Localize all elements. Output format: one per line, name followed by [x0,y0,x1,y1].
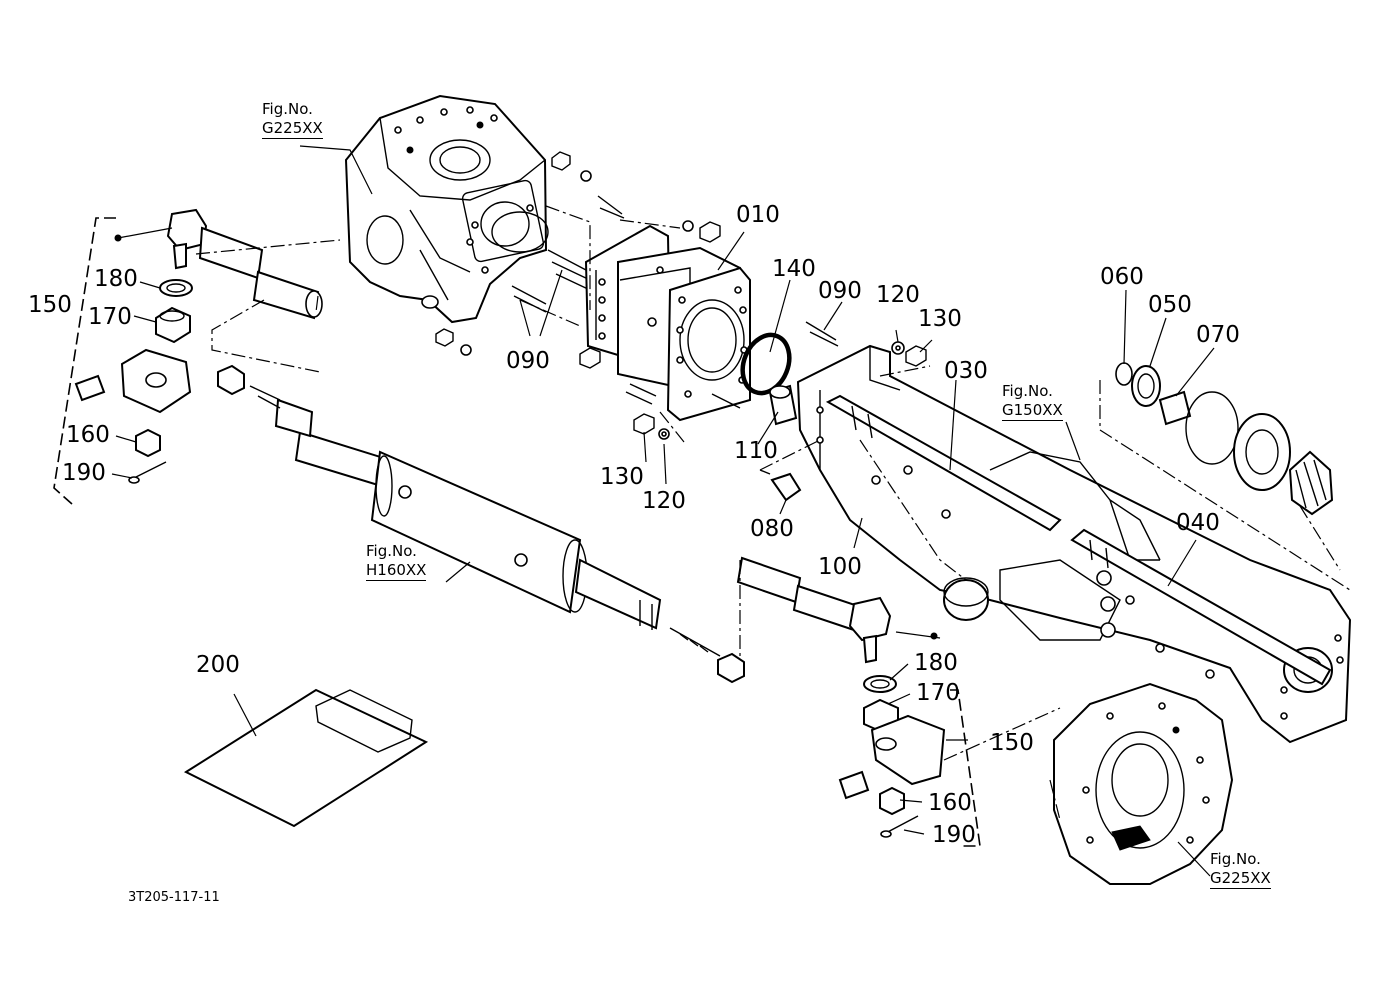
fig-ref-number: H160XX [366,561,427,581]
fig-ref-g225xx-top[interactable]: Fig.No. G225XX [262,100,323,139]
part-label-060[interactable]: 060 [1100,264,1144,290]
left-case-fasteners [435,151,625,356]
part-label-190-left[interactable]: 190 [62,460,106,486]
part-label-150-left[interactable]: 150 [28,292,72,318]
part-label-150-right[interactable]: 150 [990,730,1034,756]
part-label-050[interactable]: 050 [1148,292,1192,318]
part-label-130-bottom[interactable]: 130 [600,464,644,490]
part-label-070[interactable]: 070 [1196,322,1240,348]
shaft-040 [1070,528,1332,686]
part-label-130-top[interactable]: 130 [918,306,962,332]
part-label-160-right[interactable]: 160 [928,790,972,816]
fig-ref-g225xx-bottom[interactable]: Fig.No. G225XX [1210,850,1271,889]
fig-ref-caption: Fig.No. [262,100,313,118]
nuts-washers [633,220,927,440]
bushing-110 [768,384,798,426]
shaft-030 [825,394,1062,532]
part-label-200[interactable]: 200 [196,652,240,678]
part-label-190-right[interactable]: 190 [932,822,976,848]
right-tie-rod-end [736,556,946,838]
left-group-dot [114,234,122,242]
bolt-080 [759,469,802,502]
drawing-code: 3T205-117-11 [128,890,220,905]
part-label-160-left[interactable]: 160 [66,422,110,448]
part-label-140[interactable]: 140 [772,256,816,282]
left-tie-rod-end [74,208,323,484]
left-group-bracket [53,217,116,505]
fig-ref-number: G225XX [262,119,323,139]
part-label-010[interactable]: 010 [736,202,780,228]
part-label-030[interactable]: 030 [944,358,988,384]
label-sheet-200 [183,688,429,828]
steering-cylinder [217,364,745,684]
fig-ref-caption: Fig.No. [1210,850,1261,868]
part-label-170-left[interactable]: 170 [88,304,132,330]
axle-adapter-010 [579,224,751,422]
part-label-120-bottom[interactable]: 120 [642,488,686,514]
part-label-170-right[interactable]: 170 [916,680,960,706]
left-gear-case [344,94,549,324]
fig-ref-number: G225XX [1210,869,1271,889]
part-label-180-right[interactable]: 180 [914,650,958,676]
o-ring-140 [740,332,792,396]
alignment-lines [195,205,1351,821]
fig-ref-h160xx[interactable]: Fig.No. H160XX [366,542,427,581]
fig-ref-caption: Fig.No. [366,542,417,560]
part-label-090-left[interactable]: 090 [506,348,550,374]
part-label-040[interactable]: 040 [1176,510,1220,536]
leader-lines [111,145,1215,877]
part-label-110[interactable]: 110 [734,438,778,464]
part-label-100[interactable]: 100 [818,554,862,580]
fig-ref-number: G150XX [1002,401,1063,421]
part-label-090-right[interactable]: 090 [818,278,862,304]
right-group-dot [930,632,938,640]
part-label-120-top[interactable]: 120 [876,282,920,308]
fig-ref-g150xx[interactable]: Fig.No. G150XX [1002,382,1063,421]
fig-ref-caption: Fig.No. [1002,382,1053,400]
part-label-080[interactable]: 080 [750,516,794,542]
right-group-bracket [950,689,981,847]
part-label-180-left[interactable]: 180 [94,266,138,292]
right-gear-case [1053,682,1234,885]
bearing-set [1115,362,1334,516]
